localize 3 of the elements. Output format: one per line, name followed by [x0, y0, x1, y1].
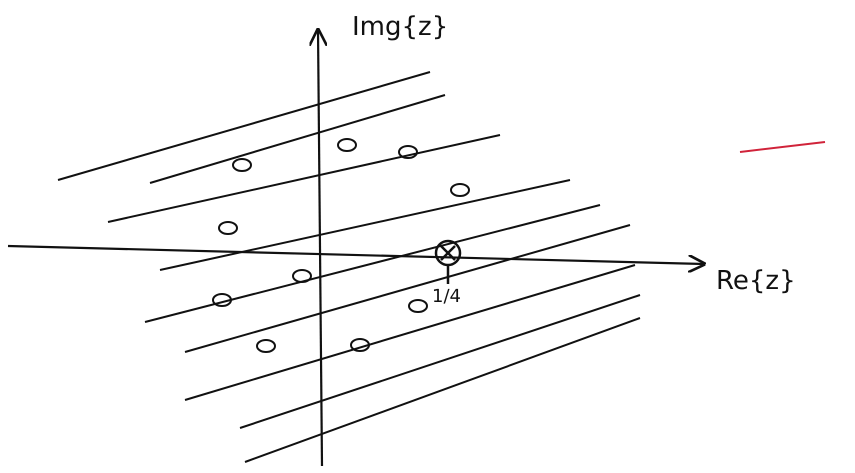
- real-axis-label: Re{z}: [716, 268, 796, 294]
- imaginary-axis-label: Img{z}: [352, 14, 448, 40]
- pole-value-label: 1/4: [432, 288, 461, 306]
